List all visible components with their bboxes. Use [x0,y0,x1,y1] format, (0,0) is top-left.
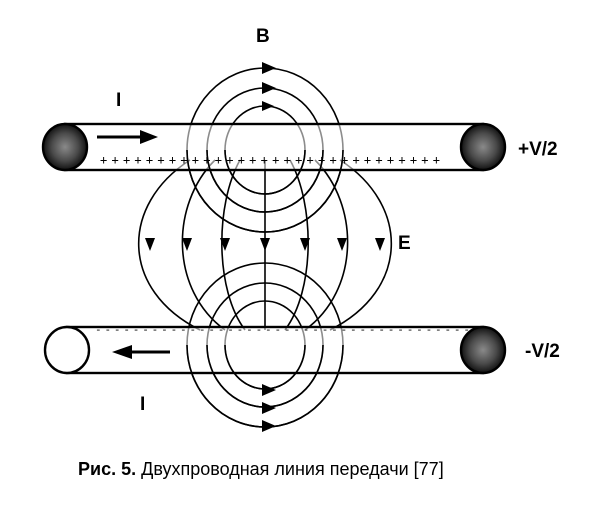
caption-text: Двухпроводная линия передачи [77] [141,459,444,479]
top-conductor-left-end [41,122,89,172]
bottom-conductor-left-end [43,325,91,375]
b-arrow-bottom-1 [262,384,276,396]
e-arrow-1 [145,238,155,251]
label-e: E [398,233,411,254]
current-arrow-bottom [112,345,170,359]
caption-figure-number: Рис. 5. [78,459,137,479]
positive-charges: + + + + + + + + + + + + + + + + + + + + … [100,153,440,167]
magnetic-field-arrowheads [262,62,276,432]
top-conductor [41,122,507,172]
e-arrow-5 [300,238,310,251]
top-conductor-right-end [459,122,507,172]
electric-field-lines [137,159,393,331]
e-arrow-2 [182,238,192,251]
label-current-bottom: I [140,394,145,415]
e-arrow-6 [337,238,347,251]
b-arrow-bottom-3 [262,420,276,432]
bottom-conductor [43,325,507,375]
e-arrow-7 [375,238,385,251]
electric-field-arrowheads [145,238,385,251]
label-b: B [256,26,270,47]
e-arrow-3 [220,238,230,251]
bottom-conductor-right-end [459,325,507,375]
label-voltage-positive: +V/2 [518,139,558,160]
b-arrow-bottom-2 [262,402,276,414]
figure-caption: Рис. 5. Двухпроводная линия передачи [77… [78,459,444,480]
negative-charges: - - - - - - - - - - - - - - - - - - - - … [95,323,470,336]
e-arrow-4 [260,238,270,251]
label-current-top: I [116,90,121,111]
label-voltage-negative: -V/2 [525,341,560,362]
b-arrow-top-3 [262,101,274,111]
b-arrow-top-1 [262,62,276,74]
current-arrow-top [97,130,158,144]
b-arrow-top-2 [262,82,276,94]
